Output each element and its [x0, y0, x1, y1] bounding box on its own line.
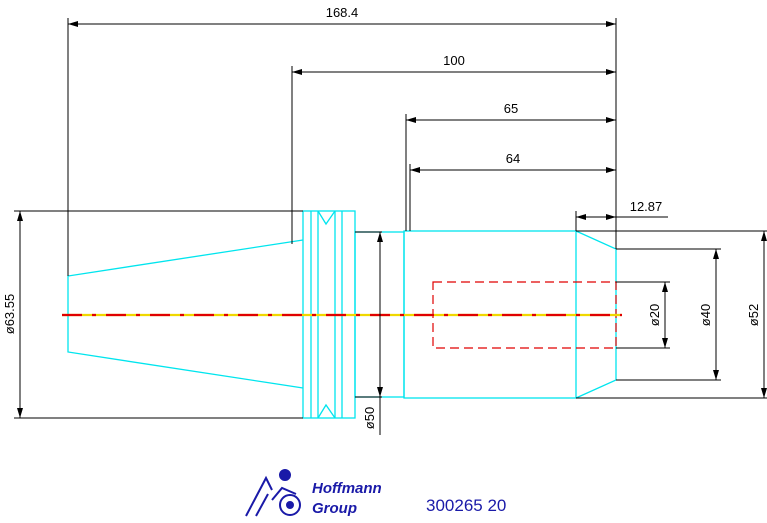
dim-diameter-52: ø52 — [746, 304, 761, 326]
logo-mark-icon — [245, 469, 301, 517]
dim-length-100: 100 — [443, 53, 465, 68]
dim-diameter-50: ø50 — [362, 407, 377, 429]
dim-total-length: 168.4 — [326, 5, 359, 20]
dim-length-64: 64 — [506, 151, 520, 166]
hoffmann-group-logo: Hoffmann Group — [245, 469, 382, 517]
dim-length-65: 65 — [504, 101, 518, 116]
v-groove-bottom — [317, 403, 336, 419]
dim-diameter-63-55: ø63.55 — [2, 294, 17, 334]
dim-diameter-40: ø40 — [698, 304, 713, 326]
logo-line-2: Group — [312, 500, 357, 517]
dimension-lines — [14, 18, 767, 435]
arrowheads — [17, 21, 767, 418]
logo-line-1: Hoffmann — [312, 480, 382, 497]
dim-length-12-87: 12.87 — [630, 199, 663, 214]
dim-diameter-20: ø20 — [647, 304, 662, 326]
v-groove-top — [317, 210, 336, 226]
part-number: 300265 20 — [426, 496, 506, 515]
